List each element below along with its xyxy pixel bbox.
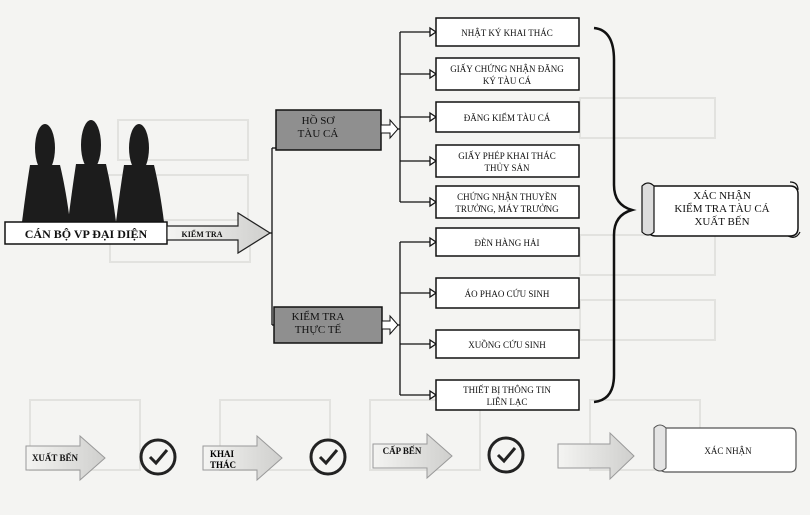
document-item: NHẬT KÝ KHAI THÁC	[435, 17, 580, 47]
field-check-line1: KIỂM TRA	[292, 310, 345, 323]
officials-icon	[22, 120, 164, 222]
branch-arrowhead	[429, 155, 438, 167]
fishing-arrow-label-line1: KHAI	[210, 449, 235, 459]
document-item-line1: ĐĂNG KIỂM TÀU CÁ	[464, 113, 551, 123]
document-item-line1: GIẤY CHỨNG NHẬN ĐĂNG	[450, 64, 564, 74]
field-item: XUỒNG CỨU SINH	[435, 329, 580, 359]
main-connector	[270, 147, 276, 326]
branch-arrowhead	[429, 338, 438, 350]
branch-arrowhead	[429, 26, 438, 38]
bottom-flow: XUẤT BẾN KHAI THÁC CẤP BẾN XÁC NHẬN	[25, 424, 797, 482]
branch-arrowhead	[429, 287, 438, 299]
check-arrow-label: KIỂM TRA	[182, 229, 223, 239]
person-silhouette-icon	[68, 120, 116, 222]
documents-branch-arrow	[380, 118, 399, 140]
vessel-documents-line1: HỒ SƠ	[302, 114, 336, 127]
person-silhouette-icon	[22, 124, 70, 222]
document-item-line2: THỦY SẢN	[485, 163, 530, 173]
result-line2: KIỂM TRA TÀU CÁ	[674, 202, 769, 215]
berth-arrow	[372, 432, 453, 480]
check-arrow	[166, 211, 272, 255]
final-confirmation-scroll: XÁC NHẬN	[653, 424, 797, 473]
result-line1: XÁC NHẬN	[693, 190, 751, 202]
branch-arrowhead	[429, 196, 438, 208]
document-item-line1: CHỨNG NHẬN THUYỀN	[457, 192, 557, 202]
branch-arrowhead	[429, 389, 438, 401]
field-check-line2: THỰC TẾ	[295, 323, 342, 336]
fishing-arrow-label-line2: THÁC	[210, 460, 236, 470]
check-circle-icon	[309, 438, 347, 476]
branch-arrowhead	[429, 111, 438, 123]
field-item-line2: LIÊN LẠC	[487, 397, 528, 407]
check-circle-icon	[487, 436, 525, 474]
vessel-documents-box: HỒ SƠ TÀU CÁ	[275, 109, 382, 151]
field-item-line1: ÁO PHAO CỨU SINH	[465, 289, 550, 299]
fishing-arrow	[202, 434, 283, 482]
field-item: ĐÈN HÀNG HẢI	[435, 227, 580, 257]
field-item-line1: XUỒNG CỨU SINH	[468, 340, 546, 350]
document-item: ĐĂNG KIỂM TÀU CÁ	[435, 101, 580, 133]
check-circle-icon	[139, 438, 177, 476]
result-line3: XUẤT BẾN	[694, 215, 749, 228]
final-confirmation-label: XÁC NHẬN	[704, 446, 752, 456]
document-item: GIẤY PHÉP KHAI THÁC THỦY SẢN	[435, 144, 580, 178]
document-item-line1: NHẬT KÝ KHAI THÁC	[461, 28, 552, 38]
vessel-documents-line2: TÀU CÁ	[298, 128, 339, 140]
document-item-line2: KÝ TÀU CÁ	[483, 76, 532, 86]
grouping-brace	[593, 26, 637, 404]
document-item: CHỨNG NHẬN THUYỀN TRƯỞNG, MÁY TRƯỞNG	[435, 185, 580, 219]
field-item: THIẾT BỊ THÔNG TIN LIÊN LẠC	[435, 379, 580, 411]
branch-connectors	[398, 26, 438, 401]
field-item-line1: ĐÈN HÀNG HẢI	[475, 238, 540, 248]
confirm-arrow	[557, 431, 635, 481]
depart-arrow-label: XUẤT BẾN	[32, 453, 79, 463]
branch-arrowhead	[429, 236, 438, 248]
field-item-line1: THIẾT BỊ THÔNG TIN	[463, 385, 551, 395]
field-branch-arrow	[381, 314, 399, 336]
result-scroll: XÁC NHẬN KIỂM TRA TÀU CÁ XUẤT BẾN	[641, 181, 801, 238]
document-item-line2: TRƯỞNG, MÁY TRƯỞNG	[455, 204, 559, 214]
field-check-box: KIỂM TRA THỰC TẾ	[273, 306, 383, 344]
person-silhouette-icon	[116, 124, 164, 222]
document-item-line1: GIẤY PHÉP KHAI THÁC	[458, 151, 555, 161]
document-item: GIẤY CHỨNG NHẬN ĐĂNG KÝ TÀU CÁ	[435, 57, 580, 91]
berth-arrow-label: CẤP BẾN	[383, 446, 422, 456]
field-item: ÁO PHAO CỨU SINH	[435, 277, 580, 309]
officials-label: CÁN BỘ VP ĐẠI DIỆN	[25, 227, 148, 241]
depart-arrow	[25, 434, 106, 482]
branch-arrowhead	[429, 68, 438, 80]
